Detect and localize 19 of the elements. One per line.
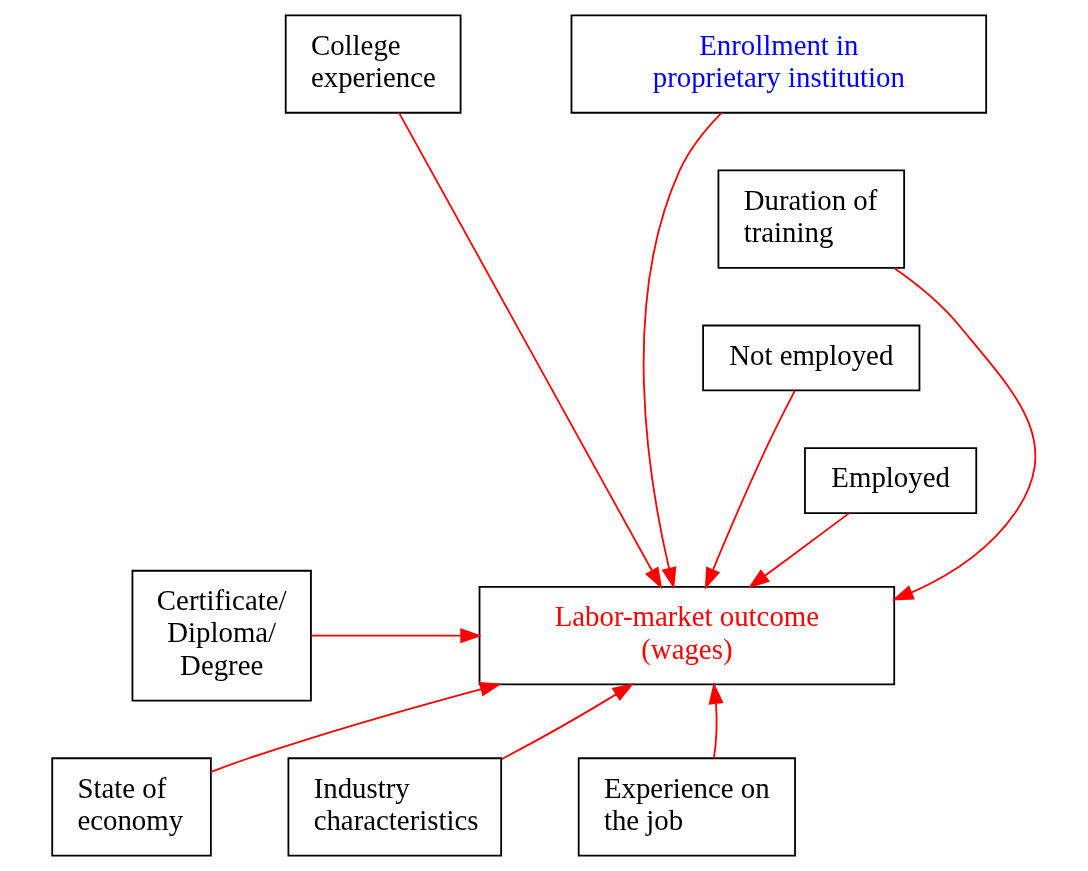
node-box: Not employed bbox=[702, 324, 921, 392]
arrow bbox=[210, 681, 502, 773]
arrow bbox=[708, 682, 724, 759]
arrow bbox=[891, 267, 1036, 601]
arrow bbox=[642, 111, 723, 590]
node-box: Certificate/ Diploma/ Degree bbox=[131, 569, 312, 702]
arrow bbox=[748, 512, 850, 589]
arrow bbox=[398, 111, 663, 590]
node-box: Experience on the job bbox=[577, 757, 796, 857]
node-box: Duration of training bbox=[717, 169, 906, 269]
node-box: Industry characteristics bbox=[287, 757, 503, 857]
node-box: Employed bbox=[804, 447, 978, 514]
node-box: Labor-market outcome (wages) bbox=[478, 586, 896, 686]
node-box: College experience bbox=[284, 14, 462, 114]
arrow bbox=[500, 683, 635, 761]
arrow bbox=[704, 389, 796, 590]
arrow bbox=[310, 628, 482, 644]
node-box: State of economy bbox=[51, 757, 212, 857]
node-box: Enrollment in proprietary institution bbox=[570, 14, 988, 114]
